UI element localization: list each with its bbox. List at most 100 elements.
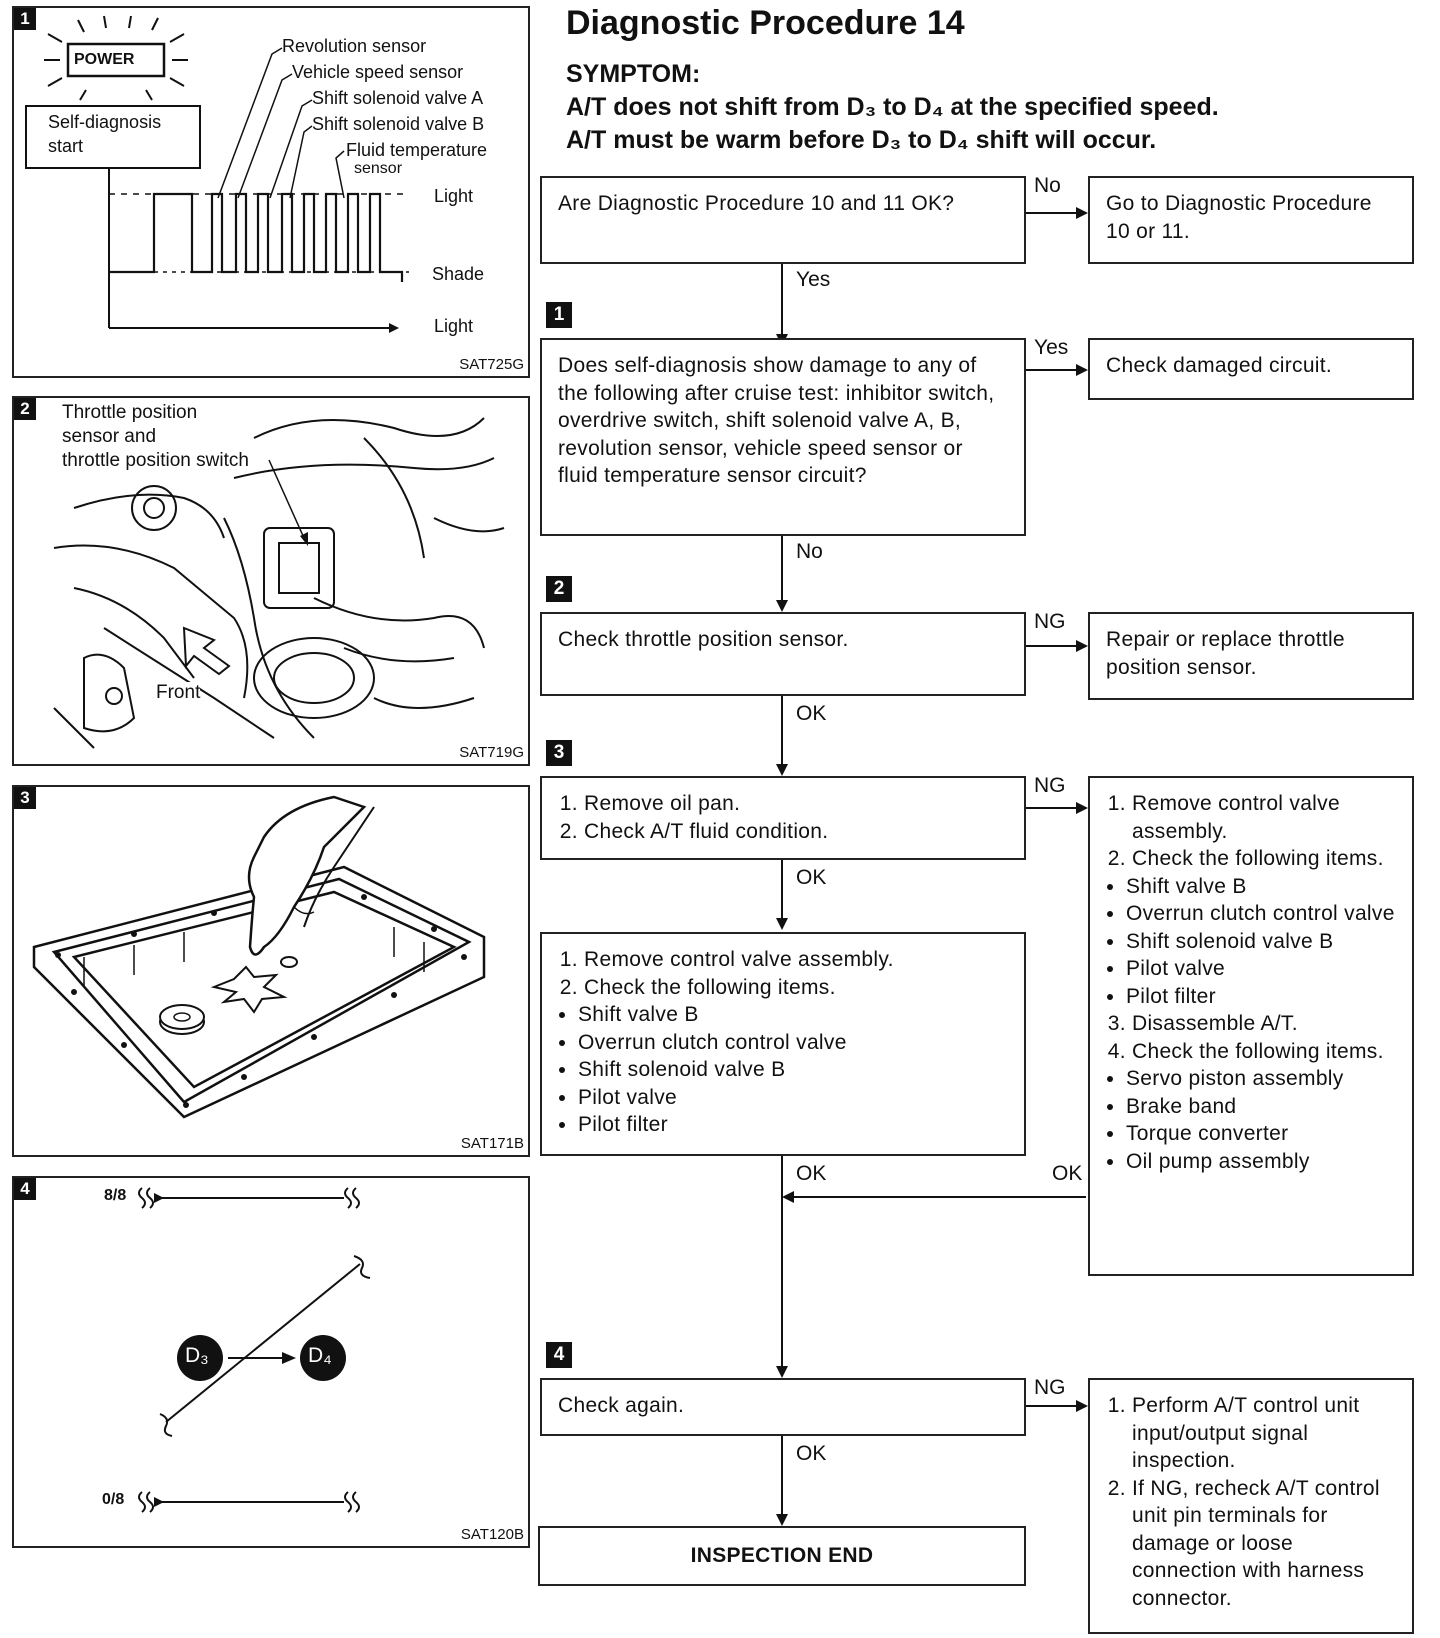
shade-label: Shade	[432, 264, 485, 284]
ng-bullet-oil-pump: Oil pump assembly	[1126, 1148, 1396, 1176]
power-label: POWER	[74, 51, 135, 68]
figure-1-badge: 1	[14, 8, 36, 30]
step-3-item-1: Remove oil pan.	[584, 790, 1008, 818]
precheck-no-box: Go to Diagnostic Procedure 10 or 11.	[1088, 176, 1414, 264]
oil-pan-illustration	[32, 795, 486, 1119]
figure-2-panel: 2 Throttle	[12, 396, 530, 766]
step-2-ng-box: Repair or replace throttle position sens…	[1088, 612, 1414, 700]
light-bottom-label: Light	[434, 316, 474, 336]
step-3-box: Remove oil pan. Check A/T fluid conditio…	[540, 776, 1026, 860]
throttle-label-3: throttle position switch	[62, 450, 249, 472]
front-arrow-icon	[182, 626, 231, 676]
self-diagnosis-start-box	[25, 105, 201, 169]
label-leaders	[217, 47, 345, 199]
label-yes-step1: Yes	[1034, 336, 1069, 359]
label-no-precheck: No	[1034, 174, 1061, 197]
label-ng-step2: NG	[1034, 610, 1066, 633]
pulse-waveform	[109, 192, 404, 282]
step-1-question-box: Does self-diagnosis show damage to any o…	[540, 338, 1026, 536]
step-4-ng-box: Perform A/T control unit input/output si…	[1088, 1378, 1414, 1634]
ng-bullet-brake-band: Brake band	[1126, 1093, 1396, 1121]
shift-solenoid-b-label: Shift solenoid valve B	[312, 114, 485, 134]
label-ng-step3: NG	[1034, 774, 1066, 797]
step-4-ng-item-1: Perform A/T control unit input/output si…	[1132, 1392, 1396, 1475]
ng-item-2: Check the following items.	[1132, 845, 1396, 873]
figure-2-code: SAT719G	[459, 744, 524, 761]
power-rays	[44, 15, 188, 101]
throttle-sensor-illustration	[53, 417, 505, 749]
vehicle-speed-sensor-label: Vehicle speed sensor	[292, 62, 464, 82]
label-ok-step3: OK	[796, 866, 827, 889]
step-1-badge: 1	[546, 302, 572, 328]
step-3-ok-box: Remove control valve assembly. Check the…	[540, 932, 1026, 1156]
step-3-ng-box: Remove control valve assembly. Check the…	[1088, 776, 1414, 1276]
figure-4-panel: 4 8/8 0/8 D₃ D₄ SAT120B	[12, 1176, 530, 1548]
ok-bullet-overrun-clutch: Overrun clutch control valve	[578, 1029, 1008, 1057]
ng-item-4: Check the following items.	[1132, 1038, 1396, 1066]
figure-1-code: SAT725G	[459, 356, 524, 373]
throttle-shift-diagram	[138, 1187, 371, 1513]
label-no-step1: No	[796, 540, 823, 563]
ng-bullet-shift-solenoid-b: Shift solenoid valve B	[1126, 928, 1396, 956]
figure-3-code: SAT171B	[460, 1135, 524, 1152]
shift-solenoid-a-label: Shift solenoid valve A	[312, 88, 484, 108]
symptom-line-1: A/T does not shift from D₃ to D₄ at the …	[566, 93, 1219, 121]
step-3-badge: 3	[546, 740, 572, 766]
ok-item-1: Remove control valve assembly.	[584, 946, 1008, 974]
figure-2-badge: 2	[14, 398, 36, 420]
step-2-box: Check throttle position sensor.	[540, 612, 1026, 696]
light-top-label: Light	[434, 186, 474, 206]
label-ok-after-check: OK	[796, 1162, 827, 1185]
step-3-item-2: Check A/T fluid condition.	[584, 818, 1008, 846]
ng-bullet-pilot-valve: Pilot valve	[1126, 955, 1396, 983]
step-2-badge: 2	[546, 576, 572, 602]
revolution-sensor-label: Revolution sensor	[282, 36, 427, 56]
figure-4-badge: 4	[14, 1178, 36, 1200]
throttle-label-1: Throttle position	[62, 402, 198, 424]
figure-3-panel: 3 SAT171B	[12, 785, 530, 1157]
ng-bullet-torque-converter: Torque converter	[1126, 1120, 1396, 1148]
figure-3-badge: 3	[14, 787, 36, 809]
ok-bullet-shift-solenoid-b: Shift solenoid valve B	[578, 1056, 1008, 1084]
label-yes-precheck: Yes	[796, 268, 831, 291]
symptom-label: SYMPTOM:	[566, 60, 701, 88]
power-box	[66, 42, 166, 78]
self-diagnosis-start-label-1: Self-diagnosis	[48, 112, 162, 132]
d3-marker	[177, 1335, 223, 1381]
self-diagnosis-waveform	[25, 15, 409, 333]
front-label: Front	[156, 682, 201, 704]
d3-label: D₃	[185, 1344, 209, 1367]
d4-marker	[300, 1335, 346, 1381]
ng-bullet-overrun-clutch: Overrun clutch control valve	[1126, 900, 1396, 928]
fluid-temperature-label: Fluid temperature	[346, 140, 488, 160]
step-4-box: Check again.	[540, 1378, 1026, 1436]
label-ok-ng-return: OK	[1052, 1162, 1083, 1185]
ok-bullet-shift-valve-b: Shift valve B	[578, 1001, 1008, 1029]
inspection-end-box: INSPECTION END	[538, 1526, 1026, 1586]
throttle-bottom-label: 0/8	[102, 1491, 125, 1508]
precheck-question-box: Are Diagnostic Procedure 10 and 11 OK?	[540, 176, 1026, 264]
step-4-badge: 4	[546, 1342, 572, 1368]
ng-item-1: Remove control valve assembly.	[1132, 790, 1396, 845]
fluid-temperature-sensor-label: sensor	[354, 160, 403, 177]
figure-4-code: SAT120B	[460, 1526, 524, 1543]
figure-1-panel: 1 POWER Self-diagnosis	[12, 6, 530, 378]
step-4-ng-item-2: If NG, recheck A/T control unit pin term…	[1132, 1475, 1396, 1613]
ng-bullet-servo-piston: Servo piston assembly	[1126, 1065, 1396, 1093]
ng-bullet-shift-valve-b: Shift valve B	[1126, 873, 1396, 901]
ok-bullet-pilot-valve: Pilot valve	[578, 1084, 1008, 1112]
throttle-label-2: sensor and	[62, 426, 157, 448]
ok-item-2: Check the following items.	[584, 974, 1008, 1002]
ok-bullet-pilot-filter: Pilot filter	[578, 1111, 1008, 1139]
label-ok-step2: OK	[796, 702, 827, 725]
symptom-line-2: A/T must be warm before D₃ to D₄ shift w…	[566, 126, 1157, 154]
step-1-yes-box: Check damaged circuit.	[1088, 338, 1414, 400]
label-ng-step4: NG	[1034, 1376, 1066, 1399]
ng-item-3: Disassemble A/T.	[1132, 1010, 1396, 1038]
page-title: Diagnostic Procedure 14	[566, 4, 965, 42]
ng-bullet-pilot-filter: Pilot filter	[1126, 983, 1396, 1011]
symptom-block: SYMPTOM: A/T does not shift from D₃ to D…	[566, 58, 1219, 157]
throttle-top-label: 8/8	[104, 1187, 127, 1204]
self-diagnosis-start-label-2: start	[48, 136, 84, 156]
d4-label: D₄	[308, 1344, 332, 1367]
